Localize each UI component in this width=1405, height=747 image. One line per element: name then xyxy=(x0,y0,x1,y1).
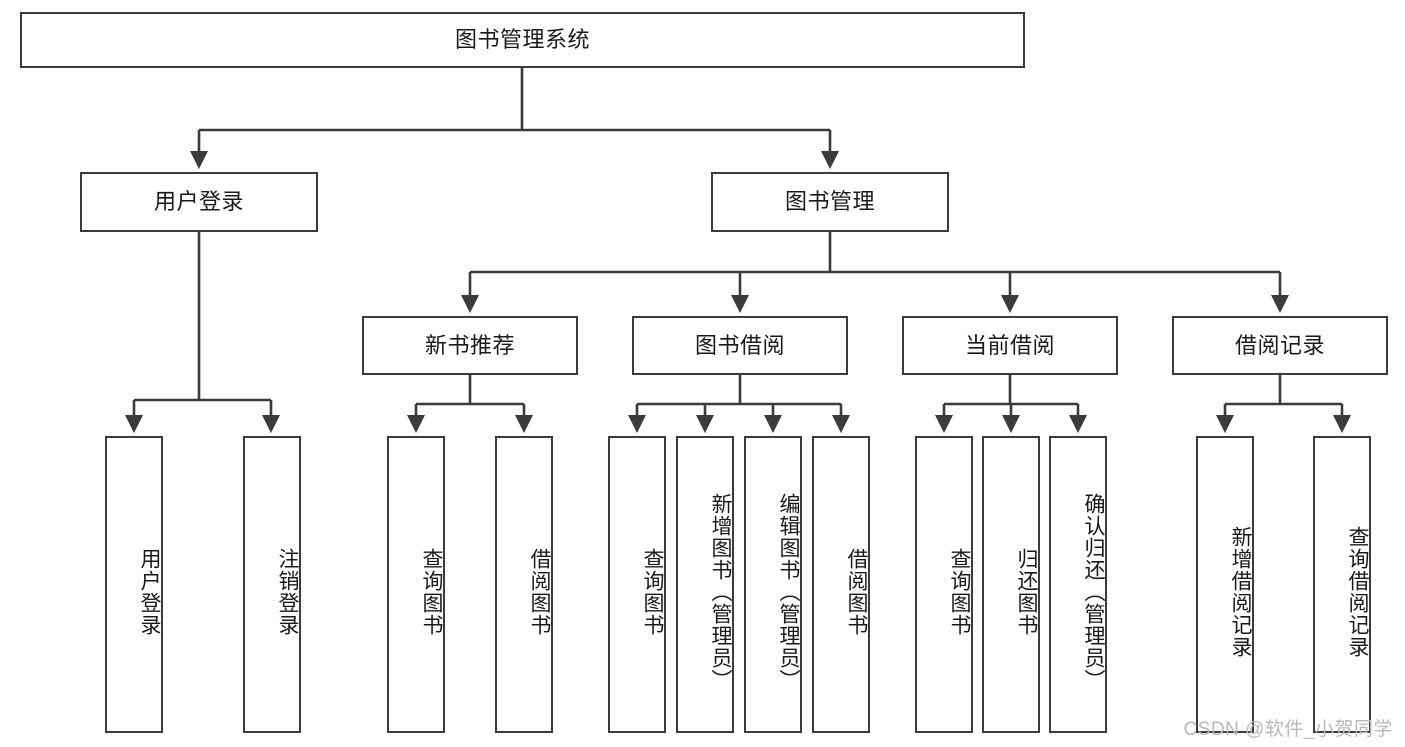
leaf-newbook-query-books-label: 查询图书 xyxy=(420,547,443,636)
leaf-newbook-borrow-books-label: 借阅图书 xyxy=(528,547,551,636)
leaf-borrow-borrow-books[interactable]: 借阅图书 xyxy=(812,436,870,733)
node-current-borrowing[interactable]: 当前借阅 xyxy=(902,316,1118,375)
leaf-records-add-record[interactable]: 新增借阅记录 xyxy=(1196,436,1254,733)
node-borrowing-records-label: 借阅记录 xyxy=(1234,332,1325,358)
leaf-user-login-label: 用户登录 xyxy=(138,547,161,636)
node-new-book-recommendation[interactable]: 新书推荐 xyxy=(362,316,578,375)
leaf-logout-label: 注销登录 xyxy=(276,547,299,636)
leaf-current-return-books-label: 归还图书 xyxy=(1015,547,1038,636)
leaf-current-confirm-return-admin[interactable]: 确认归还（管理员） xyxy=(1049,436,1107,733)
leaf-borrow-add-book-admin-label: 新增图书（管理员） xyxy=(709,492,732,691)
leaf-current-return-books[interactable]: 归还图书 xyxy=(982,436,1040,733)
leaf-current-query-books-label: 查询图书 xyxy=(948,547,971,636)
node-root[interactable]: 图书管理系统 xyxy=(20,12,1025,68)
leaf-borrow-query-books[interactable]: 查询图书 xyxy=(608,436,666,733)
leaf-current-confirm-return-admin-label: 确认归还（管理员） xyxy=(1082,492,1105,691)
leaf-newbook-borrow-books[interactable]: 借阅图书 xyxy=(495,436,553,733)
leaf-records-query-record[interactable]: 查询借阅记录 xyxy=(1313,436,1371,733)
node-root-label: 图书管理系统 xyxy=(454,27,590,53)
leaf-records-add-record-label: 新增借阅记录 xyxy=(1229,525,1252,658)
node-book-management[interactable]: 图书管理 xyxy=(711,172,949,232)
node-book-borrowing[interactable]: 图书借阅 xyxy=(632,316,848,375)
node-user-login-label: 用户登录 xyxy=(153,189,244,215)
node-book-management-label: 图书管理 xyxy=(784,189,875,215)
leaf-current-query-books[interactable]: 查询图书 xyxy=(915,436,973,733)
leaf-borrow-borrow-books-label: 借阅图书 xyxy=(845,547,868,636)
node-new-book-recommendation-label: 新书推荐 xyxy=(424,332,515,358)
node-book-borrowing-label: 图书借阅 xyxy=(694,332,785,358)
leaf-borrow-edit-book-admin-label: 编辑图书（管理员） xyxy=(777,492,800,691)
node-borrowing-records[interactable]: 借阅记录 xyxy=(1172,316,1388,375)
leaf-borrow-add-book-admin[interactable]: 新增图书（管理员） xyxy=(676,436,734,733)
leaf-newbook-query-books[interactable]: 查询图书 xyxy=(387,436,445,733)
leaf-user-login[interactable]: 用户登录 xyxy=(105,436,163,733)
node-user-login[interactable]: 用户登录 xyxy=(80,172,318,232)
leaf-borrow-query-books-label: 查询图书 xyxy=(641,547,664,636)
node-current-borrowing-label: 当前借阅 xyxy=(964,332,1055,358)
leaf-logout[interactable]: 注销登录 xyxy=(243,436,301,733)
leaf-borrow-edit-book-admin[interactable]: 编辑图书（管理员） xyxy=(744,436,802,733)
leaf-records-query-record-label: 查询借阅记录 xyxy=(1346,525,1369,658)
